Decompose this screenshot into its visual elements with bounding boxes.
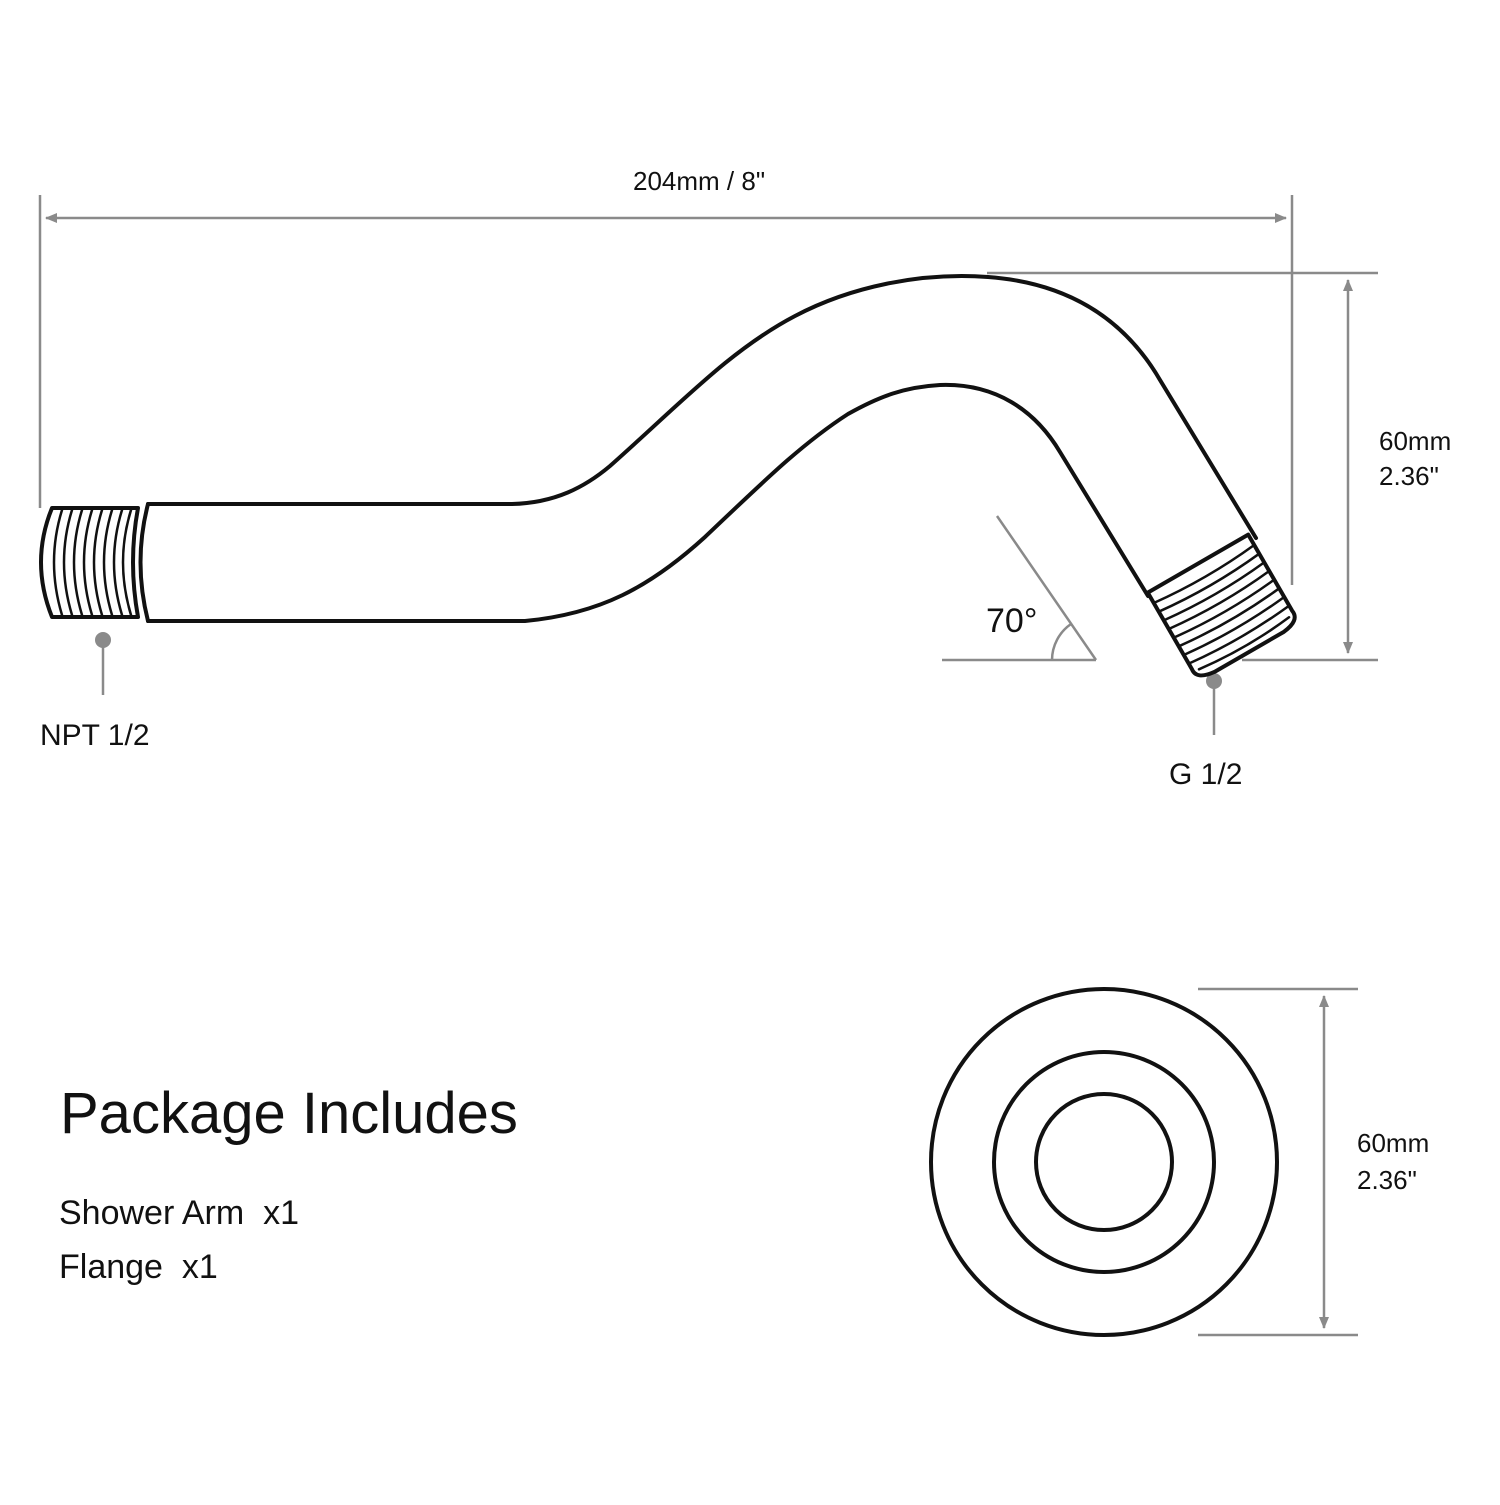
g-thread-label: G 1/2 [1169, 758, 1243, 791]
g-thread-body [1145, 532, 1297, 678]
flange-inner-ring [1034, 1092, 1174, 1232]
package-item-name: Flange [59, 1248, 163, 1286]
arm-pipe-top-edge [146, 274, 1258, 540]
package-item-qty: x1 [181, 1248, 218, 1286]
package-item-shower-arm: Shower Arm x1 [59, 1196, 299, 1230]
flange [929, 987, 1279, 1337]
package-item-qty: x1 [263, 1194, 300, 1232]
g-thread-grooves [1152, 543, 1291, 671]
angle-slant-line [995, 515, 1098, 661]
package-item-flange: Flange x1 [59, 1250, 218, 1284]
length-label: 204mm / 8" [633, 166, 766, 196]
g-leader [1206, 673, 1222, 735]
angle-arc [1050, 622, 1072, 661]
flange-outer-ring [929, 987, 1279, 1337]
npt-thread [39, 506, 140, 619]
shower-arm [39, 274, 1297, 678]
npt-leader [95, 632, 111, 695]
height-label-in: 2.36" [1379, 461, 1439, 491]
flange-dimension [1198, 987, 1358, 1337]
package-item-name: Shower Arm [59, 1194, 245, 1232]
flange-label-in: 2.36" [1357, 1165, 1417, 1195]
height-dimension [987, 271, 1378, 662]
arm-pipe-bottom-edge [146, 382, 1150, 623]
length-dimension [38, 195, 1294, 585]
arm-pipe-left-cap [138, 502, 150, 623]
flange-label-mm: 60mm [1357, 1128, 1430, 1158]
flange-middle-ring [992, 1050, 1216, 1274]
npt-thread-grooves [52, 508, 133, 617]
angle-label: 70° [986, 602, 1038, 640]
package-title: Package Includes [60, 1081, 518, 1146]
npt-thread-label: NPT 1/2 [40, 719, 150, 752]
height-label-mm: 60mm [1379, 426, 1452, 456]
g-thread [1145, 532, 1297, 678]
angle-indicator [942, 515, 1098, 662]
